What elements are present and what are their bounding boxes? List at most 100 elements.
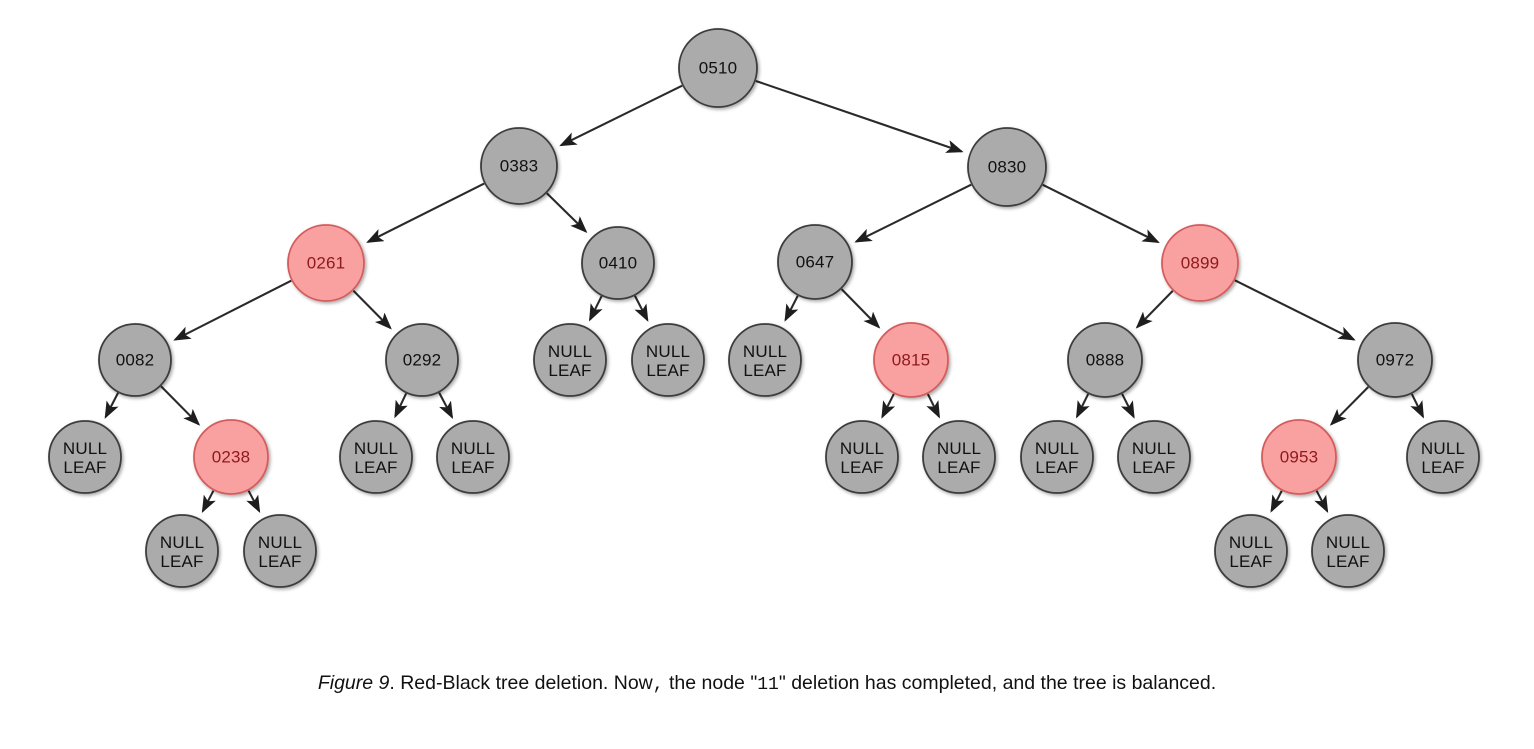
caption-separator: . [389,672,401,694]
null-leaf-label-line2: LEAF [1229,552,1272,571]
tree-node-0815[interactable]: 0815 [873,322,949,398]
figure-number: Figure 9 [317,672,390,694]
node-key-label: 0647 [796,252,835,271]
black-node-circle [1117,420,1191,494]
caption-node-key: 11 [757,675,779,695]
null-leaf-label-line2: LEAF [1326,552,1369,571]
tree-node-0510[interactable]: 0510 [678,28,758,108]
tree-edge [438,392,454,420]
tree-node-0292[interactable]: 0292 [385,323,459,397]
tree-node-0972[interactable]: 0972 [1357,322,1433,398]
red-node-circle [1161,224,1239,302]
tree-edge [1234,279,1356,341]
caption-text-part2: the node " [663,672,758,694]
caption-text-part3: " deletion has completed, and the tree i… [778,672,1217,694]
black-node-circle [631,323,705,397]
node-key-label: 0888 [1086,350,1125,369]
tree-edge [104,392,119,419]
red-node-circle [193,419,269,495]
tree-edge [366,182,485,243]
node-key-label: 0082 [116,350,155,369]
node-key-label: 0815 [892,350,931,369]
black-node-circle [98,323,172,397]
tree-node-0261[interactable]: 0261 [287,224,365,302]
tree-node-0888[interactable]: 0888 [1067,322,1143,398]
tree-node-0383[interactable]: 0383 [480,127,558,205]
null-leaf-label-line1: NULL [743,342,787,361]
red-node-circle [1261,419,1337,495]
node-key-label: 0830 [988,157,1027,176]
node-key-label: 0410 [599,253,638,272]
null-leaf-label-line1: NULL [1421,439,1465,458]
null-leaf-label-line2: LEAF [451,458,494,477]
null-leaf-label-line1: NULL [451,439,495,458]
tree-node-0082[interactable]: 0082 [98,323,172,397]
tree-edge [201,490,216,513]
tree-edge [854,183,972,243]
tree-edge [840,288,881,329]
node-key-label: 0238 [212,447,251,466]
tree-node-0410[interactable]: 0410 [581,226,655,300]
node-key-label: 0899 [1181,253,1220,272]
tree-edge [1042,183,1160,244]
black-node-circle [967,127,1047,207]
null-leaf-label-line1: NULL [1035,439,1079,458]
black-node-circle [678,28,758,108]
null-leaf-label-line2: LEAF [937,458,980,477]
tree-node-0830[interactable]: 0830 [967,127,1047,207]
black-node-circle [922,420,996,494]
black-node-circle [48,420,122,494]
tree-edge [546,192,588,233]
black-node-circle [1406,420,1480,494]
black-node-circle [581,226,655,300]
null-leaf-label-line1: NULL [354,439,398,458]
black-node-circle [728,323,802,397]
tree-edge [926,393,940,419]
null-leaf-label-line1: NULL [160,533,204,552]
null-leaf-label-line2: LEAF [1132,458,1175,477]
red-node-circle [873,322,949,398]
null-leaf-label-line1: NULL [937,439,981,458]
tree-edge [160,385,201,426]
node-key-label: 0972 [1376,350,1415,369]
tree-edge [1410,393,1424,419]
tree-edge [246,490,261,513]
null-leaf-label-line1: NULL [548,342,592,361]
null-leaf-label-line2: LEAF [258,552,301,571]
null-leaf-label-line1: NULL [646,342,690,361]
black-node-circle [1067,322,1143,398]
black-node-circle [1214,514,1288,588]
black-node-circle [777,224,853,300]
node-key-label: 0292 [403,350,442,369]
null-leaf-label-line2: LEAF [1421,458,1464,477]
tree-edge [589,295,603,322]
tree-node-0899[interactable]: 0899 [1161,224,1239,302]
tree-node-0238[interactable]: 0238 [193,419,269,495]
black-node-circle [1357,322,1433,398]
tree-edge [1135,290,1174,329]
tree-node-0647[interactable]: 0647 [777,224,853,300]
null-leaf-label-line2: LEAF [840,458,883,477]
red-node-circle [287,224,365,302]
tree-node-0953[interactable]: 0953 [1261,419,1337,495]
node-key-label: 0383 [500,156,539,175]
null-leaf-label-line2: LEAF [354,458,397,477]
black-node-circle [1311,514,1385,588]
